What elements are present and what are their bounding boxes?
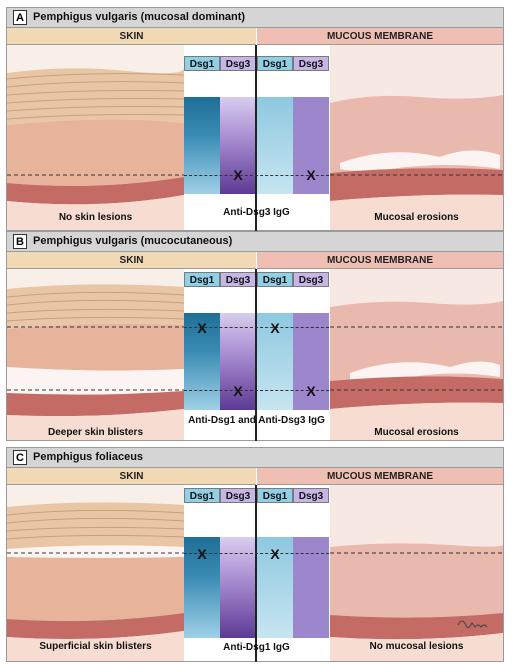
panel-b-letter: B: [13, 234, 27, 249]
panel-b-mucosa-label: Mucosal erosions: [374, 427, 459, 438]
panel-b-upper-cleavage-line: [184, 327, 329, 328]
panel-c-skin-dsg3-label: Dsg3: [220, 488, 256, 503]
panel-b-mucosa-header: MUCOUS MEMBRANE: [257, 252, 503, 269]
panel-a-title: Pemphigus vulgaris (mucosal dominant): [33, 11, 246, 23]
panel-b-mucosa-dsg1-label: Dsg1: [257, 272, 293, 287]
panel-b-mucosa-dsg3-x-mark: X: [306, 383, 316, 399]
panel-c-mucosa-dsg1-x-mark: X: [270, 546, 280, 562]
panel-c-antibody-label: Anti-Dsg1 IgG: [223, 642, 290, 653]
panel-c-skin-header: SKIN: [7, 468, 256, 485]
panel-a-mucosa-dsg3-bar: [293, 97, 329, 194]
panel-a-skin-header: SKIN: [7, 28, 256, 45]
panel-a-mucosa-dsg3-x-mark: X: [306, 167, 316, 183]
panel-a-mucosa-header: MUCOUS MEMBRANE: [257, 28, 503, 45]
panel-a-cleavage-line: [184, 175, 329, 176]
panel-a-skin-dsg3-label: Dsg3: [220, 56, 256, 71]
panel-b-skin-dsg1-bar: [184, 313, 220, 410]
panel-b-mucosa-dsg3-bar: [293, 313, 329, 410]
panel-b-skin-label: Deeper skin blisters: [47, 427, 144, 438]
panel-b-skin-dsg1-x-mark: X: [197, 320, 207, 336]
panel-c-mucosa-label: No mucosal lesions: [369, 641, 464, 652]
panel-c-cleavage-line: [184, 553, 329, 554]
panel-a-mucosa-label: Mucosal erosions: [374, 212, 459, 223]
panel-c-skin-tissue: Superficial skin blisters: [7, 485, 184, 661]
panel-a-header: A Pemphigus vulgaris (mucosal dominant): [6, 7, 504, 28]
panel-b-header: B Pemphigus vulgaris (mucocutaneous): [6, 231, 504, 252]
panel-b-antibody-label: Anti-Dsg1 and Anti-Dsg3 IgG: [188, 415, 325, 426]
panel-a-mucosa-dsg1-bar: [257, 97, 293, 194]
panel-b-skin-dsg1-label: Dsg1: [184, 272, 220, 287]
panel-b-skin-dsg3-bar: [220, 313, 256, 410]
panel-c-letter: C: [13, 450, 27, 465]
panel-b-mucosa-dsg3-label: Dsg3: [293, 272, 329, 287]
panel-a-mucosa-dsg1-label: Dsg1: [257, 56, 293, 71]
panel-c-title: Pemphigus foliaceus: [33, 451, 144, 463]
panel-b-skin-tissue: Deeper skin blisters: [7, 269, 184, 440]
panel-b-skin-dsg3-x-mark: X: [233, 383, 243, 399]
panel-c-mucosa-dsg1-label: Dsg1: [257, 488, 293, 503]
panel-a-skin-label: No skin lesions: [58, 212, 133, 223]
panel-c-mucosa-tissue: No mucosal lesions: [330, 485, 503, 661]
panel-a-skin-tissue: No skin lesions: [7, 45, 184, 230]
panel-b-divider: [255, 269, 257, 441]
panel-a-skin-dsg1-bar: [184, 97, 220, 194]
panel-a-mucosa-tissue: Mucosal erosions: [330, 45, 503, 230]
panel-b-skin-dsg3-label: Dsg3: [220, 272, 256, 287]
panel-c-mucosa-header: MUCOUS MEMBRANE: [257, 468, 503, 485]
panel-a-antibody-label: Anti-Dsg3 IgG: [223, 207, 290, 218]
panel-b-mucosa-tissue: Mucosal erosions: [330, 269, 503, 440]
panel-c-skin-dsg1-label: Dsg1: [184, 488, 220, 503]
panel-c-divider: [255, 485, 257, 662]
panel-b-mucosa-dsg1-bar: [257, 313, 293, 410]
panel-c-header: C Pemphigus foliaceus: [6, 447, 504, 468]
panel-c-mucosa-dsg3-label: Dsg3: [293, 488, 329, 503]
panel-a-skin-dsg3-bar: [220, 97, 256, 194]
panel-a-skin-dsg3-x-mark: X: [233, 167, 243, 183]
panel-a-divider: [255, 45, 257, 231]
panel-c-skin-label: Superficial skin blisters: [39, 641, 152, 652]
artist-signature-mark: [457, 620, 488, 629]
panel-c-skin-dsg1-x-mark: X: [197, 546, 207, 562]
panel-a-skin-dsg1-label: Dsg1: [184, 56, 220, 71]
panel-a-letter: A: [13, 10, 27, 25]
panel-b-lower-cleavage-line: [184, 390, 329, 391]
panel-b-mucosa-dsg1-x-mark: X: [270, 320, 280, 336]
panel-b-skin-header: SKIN: [7, 252, 256, 269]
panel-a-mucosa-dsg3-label: Dsg3: [293, 56, 329, 71]
panel-b-title: Pemphigus vulgaris (mucocutaneous): [33, 235, 233, 247]
